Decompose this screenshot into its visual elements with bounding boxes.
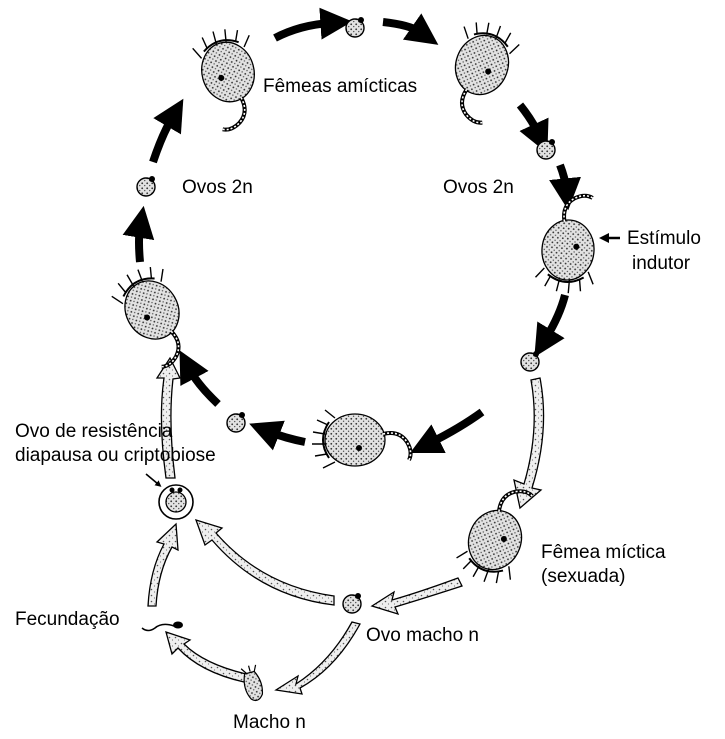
label-ovo-macho: Ovo macho n	[366, 625, 479, 647]
egg-top	[346, 17, 364, 37]
arrow-to-male-egg	[372, 578, 462, 614]
label-diapausa: diapausa ou criptobiose	[15, 445, 216, 467]
mictic-female	[452, 477, 540, 589]
arrow-male-to-fecundation	[166, 632, 246, 682]
arrow-male-egg-to-male	[276, 622, 360, 694]
arrow-left-lower	[190, 370, 218, 404]
egg-right-lower	[521, 351, 539, 371]
pointer-arrow-resistant-egg	[146, 474, 158, 484]
male-egg	[343, 593, 361, 613]
sperm-icon	[142, 622, 183, 631]
label-sexuada: (sexuada)	[541, 566, 626, 588]
amictic-female-left	[106, 258, 206, 372]
egg-bottom-left	[227, 412, 245, 432]
arrow-left-upper	[153, 118, 172, 162]
egg-left	[137, 176, 155, 196]
arrow-right-lower	[546, 295, 565, 338]
arrow-fecundation-to-resistant-egg	[148, 524, 178, 606]
label-macho: Macho n	[233, 712, 306, 734]
egg-right-upper	[537, 139, 555, 159]
resistant-egg	[159, 485, 193, 519]
arrow-bottom-mid	[430, 412, 482, 443]
arrow-bottom-left	[270, 432, 305, 442]
arrow-right-mid	[560, 165, 566, 188]
arrow-left-mid	[139, 228, 140, 262]
label-fecundacao: Fecundação	[15, 609, 120, 631]
label-femea-mictica: Fêmea míctica	[541, 542, 666, 564]
arrow-to-mictic-female	[514, 378, 544, 508]
label-femeas-amicticas: Fêmeas amícticas	[263, 76, 417, 98]
amictic-female-bottom	[312, 410, 411, 468]
label-ovos-2n-left: Ovos 2n	[182, 177, 253, 199]
amictic-female-right	[534, 192, 600, 295]
label-ovos-2n-right: Ovos 2n	[443, 177, 514, 199]
label-ovo-resistencia: Ovo de resistência	[15, 421, 172, 443]
arrow-male-egg-to-resistant-egg	[196, 520, 334, 605]
amictic-female-top-left	[190, 23, 272, 133]
amictic-female-top-right	[435, 14, 523, 126]
label-indutor: indutor	[632, 253, 690, 275]
label-estimulo: Estímulo	[627, 228, 701, 250]
arrow-right-upper	[520, 105, 538, 133]
male-rotifer	[240, 664, 265, 703]
arrow-top-left	[275, 23, 330, 38]
arrow-top-right	[383, 22, 420, 32]
